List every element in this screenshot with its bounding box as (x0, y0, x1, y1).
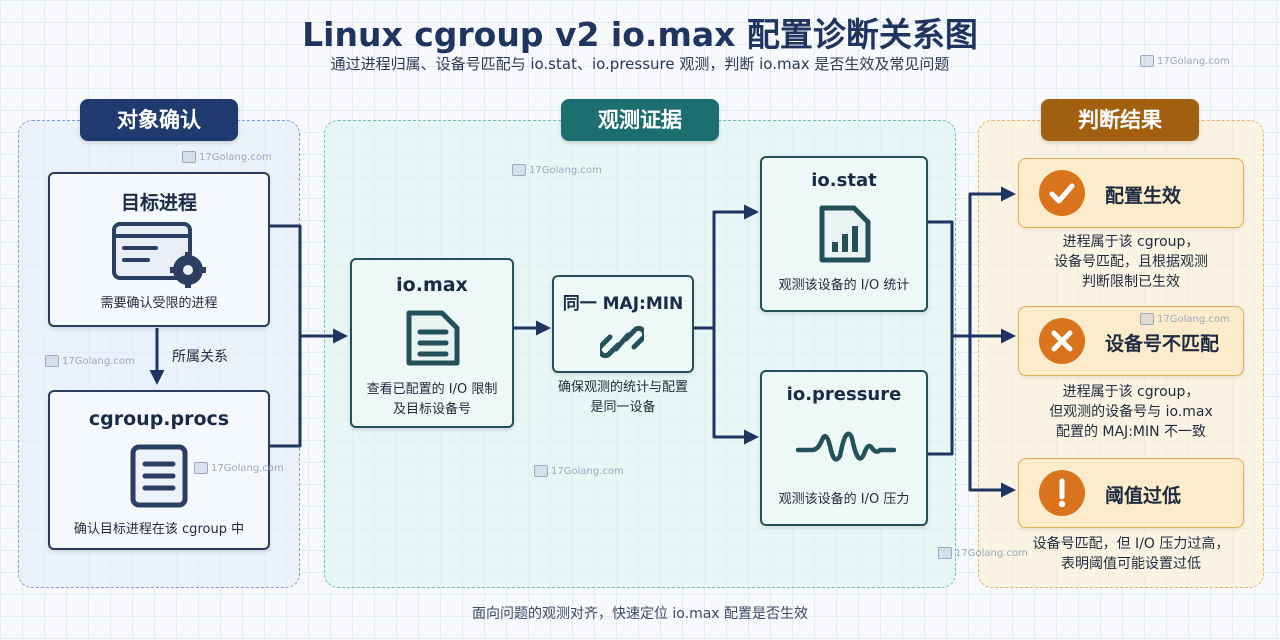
document-icon (406, 310, 460, 366)
result-desc-effective-1: 进程属于该 cgroup， (1062, 234, 1200, 250)
exclamation-icon (1039, 470, 1085, 516)
cross-icon (1039, 318, 1085, 364)
diagram-footer: 面向问题的观测对齐，快速定位 io.max 配置是否生效 (471, 606, 809, 622)
section-title-evidence: 观测证据 (561, 99, 719, 141)
watermark: 17Golang.com (194, 462, 284, 474)
target-process-card: 目标进程 需要确认受限的进程 (48, 172, 270, 327)
io-pressure-card: io.pressure 观测该设备的 I/O 压力 (760, 370, 928, 526)
io-pressure-desc: 观测该设备的 I/O 压力 (778, 492, 910, 507)
watermark: 17Golang.com (1140, 313, 1230, 325)
io-stat-title: io.stat (811, 170, 877, 191)
document-icon (130, 444, 188, 508)
result-title-mismatch: 设备号不匹配 (1105, 333, 1220, 355)
io-max-desc-1: 查看已配置的 I/O 限制 (366, 382, 498, 397)
watermark: 17Golang.com (938, 547, 1028, 559)
link-icon (600, 325, 644, 359)
result-desc-threshold-2: 表明阈值可能设置过低 (1061, 556, 1201, 572)
result-card-mismatch: 设备号不匹配 (1018, 306, 1244, 376)
majmin-title: 同一 MAJ:MIN (562, 294, 684, 314)
cgroup-procs-card: cgroup.procs 确认目标进程在该 cgroup 中 (48, 390, 270, 550)
io-max-card: io.max 查看已配置的 I/O 限制 及目标设备号 (350, 258, 514, 428)
watermark: 17Golang.com (45, 355, 135, 367)
result-card-effective: 配置生效 (1018, 158, 1244, 228)
relation-label: 所属关系 (172, 349, 228, 365)
result-desc-threshold-1: 设备号匹配，但 I/O 压力过高， (1032, 536, 1230, 552)
result-desc-effective-3: 判断限制已生效 (1082, 274, 1180, 290)
majmin-card: 同一 MAJ:MIN (552, 275, 694, 373)
io-stat-desc: 观测该设备的 I/O 统计 (778, 278, 910, 293)
result-title-effective: 配置生效 (1105, 185, 1182, 207)
result-desc-mismatch-2: 但观测的设备号与 io.max (1049, 404, 1213, 420)
majmin-desc-2: 是同一设备 (590, 400, 656, 415)
result-card-threshold: 阈值过低 (1018, 458, 1244, 528)
watermark: 17Golang.com (1140, 55, 1230, 67)
cgroup-procs-title: cgroup.procs (88, 408, 230, 430)
io-stat-card: io.stat 观测该设备的 I/O 统计 (760, 156, 928, 312)
wave-icon (796, 431, 896, 462)
target-process-desc: 需要确认受限的进程 (100, 296, 218, 311)
watermark: 17Golang.com (534, 465, 624, 477)
section-title-object: 对象确认 (80, 99, 238, 141)
section-title-result: 判断结果 (1041, 99, 1199, 141)
majmin-desc-1: 确保观测的统计与配置 (557, 380, 688, 395)
result-title-threshold: 阈值过低 (1105, 485, 1182, 507)
process-settings-icon (112, 222, 206, 288)
watermark: 17Golang.com (512, 164, 602, 176)
io-max-title: io.max (396, 274, 468, 296)
result-desc-mismatch-3: 配置的 MAJ:MIN 不一致 (1055, 424, 1207, 440)
bar-chart-icon (819, 205, 871, 263)
cgroup-procs-desc: 确认目标进程在该 cgroup 中 (73, 522, 245, 537)
result-desc-mismatch-1: 进程属于该 cgroup， (1062, 384, 1200, 400)
io-max-desc-2: 及目标设备号 (392, 402, 471, 417)
diagram-subtitle: 通过进程归属、设备号匹配与 io.stat、io.pressure 观测，判断 … (330, 55, 950, 73)
check-icon (1039, 170, 1085, 216)
target-process-title: 目标进程 (120, 192, 197, 214)
watermark: 17Golang.com (182, 151, 272, 163)
io-pressure-title: io.pressure (786, 384, 902, 405)
result-desc-effective-2: 设备号匹配，且根据观测 (1054, 254, 1208, 270)
diagram-title: Linux cgroup v2 io.max 配置诊断关系图 (302, 15, 978, 54)
